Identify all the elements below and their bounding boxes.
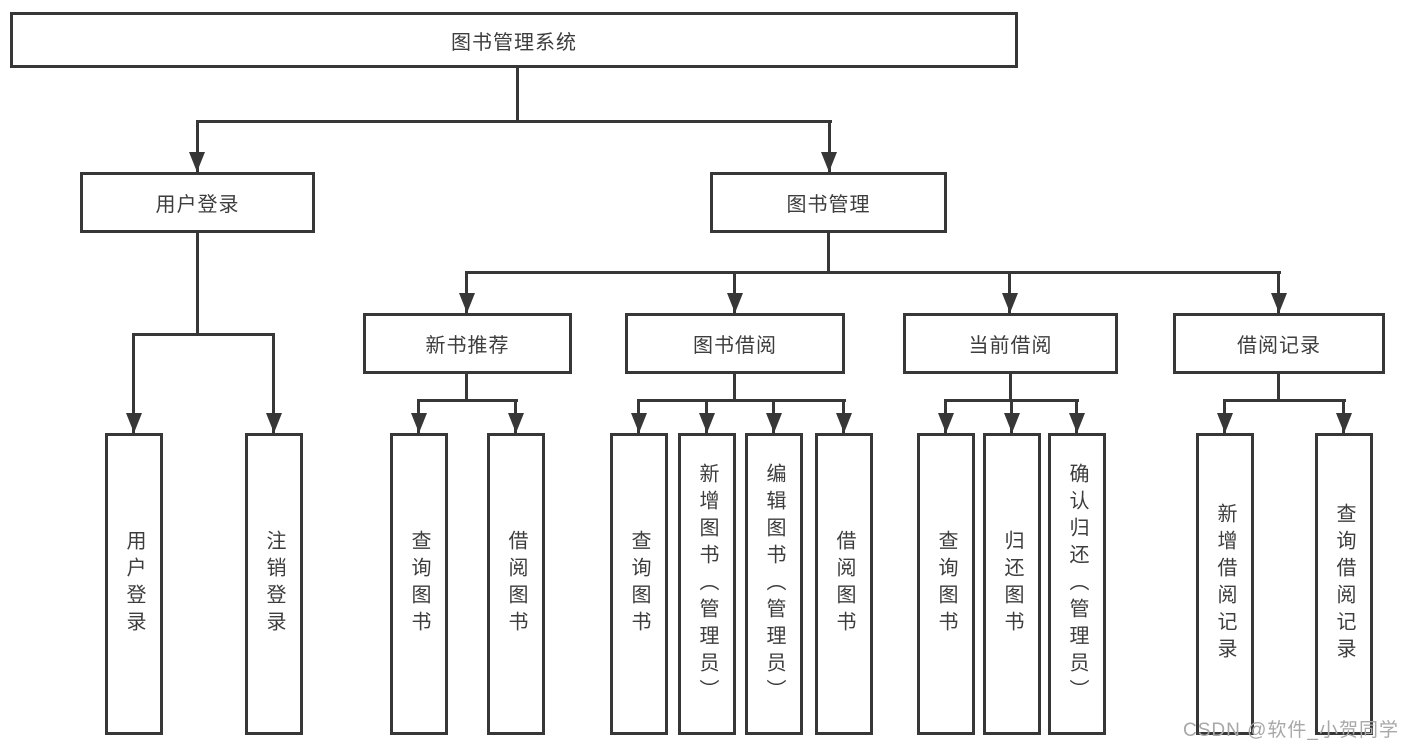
leaf-confirm-return-admin-label: 确认归还（管理员） <box>1066 462 1088 706</box>
leaf-confirm-return-admin: 确认归还（管理员） <box>1048 433 1106 735</box>
leaf-query-borrow-record-label: 查询借阅记录 <box>1333 503 1355 665</box>
node-borrowing-records-label: 借阅记录 <box>1237 335 1321 357</box>
arrowhead-icon <box>1336 413 1352 433</box>
arrowhead-icon <box>1002 293 1018 313</box>
leaf-add-borrow-record: 新增借阅记录 <box>1196 433 1254 735</box>
leaf-edit-book-admin-label: 编辑图书（管理员） <box>763 462 785 706</box>
arrowhead-icon <box>699 413 715 433</box>
arrowhead-icon <box>938 413 954 433</box>
connector-user-login-stem <box>196 233 199 336</box>
leaf-query-books-borrowing-label: 查询图书 <box>628 530 650 638</box>
leaf-return-books: 归还图书 <box>983 433 1041 735</box>
connector-book-borrowing-stem <box>733 374 736 401</box>
node-book-management: 图书管理 <box>710 172 947 233</box>
node-new-book-recommend-label: 新书推荐 <box>425 335 510 357</box>
arrowhead-icon <box>189 152 205 172</box>
connector-drop-leaf-logout <box>272 333 275 433</box>
connector-root-bus <box>196 120 832 123</box>
connector-drop-new-book <box>465 271 468 313</box>
leaf-logout-label: 注销登录 <box>263 530 285 638</box>
connector-drop-leaf-login <box>132 333 135 433</box>
leaf-logout: 注销登录 <box>245 433 303 735</box>
node-user-login: 用户登录 <box>80 172 315 233</box>
arrowhead-icon <box>727 293 743 313</box>
connector-user-login-bus <box>132 333 274 336</box>
leaf-query-books-recommend-label: 查询图书 <box>408 530 430 638</box>
connector-drop-book-management <box>828 120 831 172</box>
node-book-borrowing: 图书借阅 <box>625 313 845 374</box>
node-current-borrowing-label: 当前借阅 <box>968 335 1053 357</box>
leaf-user-login-label: 用户登录 <box>123 530 145 638</box>
leaf-query-books-recommend: 查询图书 <box>390 433 448 735</box>
arrowhead-icon <box>766 413 782 433</box>
leaf-query-books-borrowing: 查询图书 <box>610 433 668 735</box>
leaf-add-book-admin: 新增图书（管理员） <box>678 433 736 735</box>
leaf-add-book-admin-label: 新增图书（管理员） <box>696 462 718 706</box>
connector-book-borrowing-bus <box>637 399 846 402</box>
leaf-add-borrow-record-label: 新增借阅记录 <box>1214 503 1236 665</box>
node-book-management-label: 图书管理 <box>786 194 871 216</box>
arrowhead-icon <box>631 413 647 433</box>
connector-root-stem <box>516 68 519 121</box>
leaf-edit-book-admin: 编辑图书（管理员） <box>745 433 803 735</box>
leaf-borrow-books-borrowing: 借阅图书 <box>815 433 873 735</box>
csdn-watermark: CSDN @软件_小贺同学 <box>1183 720 1399 741</box>
node-root-book-management-system: 图书管理系统 <box>10 12 1018 68</box>
connector-borrowing-records-bus <box>1223 399 1346 402</box>
arrowhead-icon <box>1069 413 1085 433</box>
leaf-query-books-current-label: 查询图书 <box>935 530 957 638</box>
arrowhead-icon <box>459 293 475 313</box>
leaf-query-books-current: 查询图书 <box>917 433 975 735</box>
connector-current-borrowing-stem <box>1009 374 1012 401</box>
connector-drop-user-login <box>196 120 199 172</box>
leaf-return-books-label: 归还图书 <box>1001 530 1023 638</box>
connector-drop-borrowing-records <box>1277 271 1280 313</box>
leaf-borrow-books-borrowing-label: 借阅图书 <box>833 530 855 638</box>
arrowhead-icon <box>821 152 837 172</box>
node-user-login-label: 用户登录 <box>155 194 240 216</box>
connector-new-book-bus <box>417 399 518 402</box>
arrowhead-icon <box>411 413 427 433</box>
connector-book-management-bus <box>465 271 1281 274</box>
node-borrowing-records: 借阅记录 <box>1173 313 1385 374</box>
arrowhead-icon <box>1004 413 1020 433</box>
arrowhead-icon <box>1217 413 1233 433</box>
connector-new-book-stem <box>465 374 468 401</box>
arrowhead-icon <box>126 413 142 433</box>
arrowhead-icon <box>266 413 282 433</box>
leaf-user-login: 用户登录 <box>105 433 163 735</box>
connector-borrowing-records-stem <box>1277 374 1280 401</box>
arrowhead-icon <box>508 413 524 433</box>
node-root-label: 图书管理系统 <box>451 31 577 54</box>
leaf-borrow-books-recommend: 借阅图书 <box>487 433 545 735</box>
node-new-book-recommend: 新书推荐 <box>363 313 572 374</box>
connector-drop-current-borrowing <box>1008 271 1011 313</box>
node-current-borrowing: 当前借阅 <box>903 313 1118 374</box>
node-book-borrowing-label: 图书借阅 <box>693 335 777 357</box>
connector-drop-book-borrowing <box>733 271 736 313</box>
arrowhead-icon <box>1271 293 1287 313</box>
arrowhead-icon <box>836 413 852 433</box>
leaf-query-borrow-record: 查询借阅记录 <box>1315 433 1373 735</box>
leaf-borrow-books-recommend-label: 借阅图书 <box>505 530 527 638</box>
connector-book-management-stem <box>827 233 830 274</box>
